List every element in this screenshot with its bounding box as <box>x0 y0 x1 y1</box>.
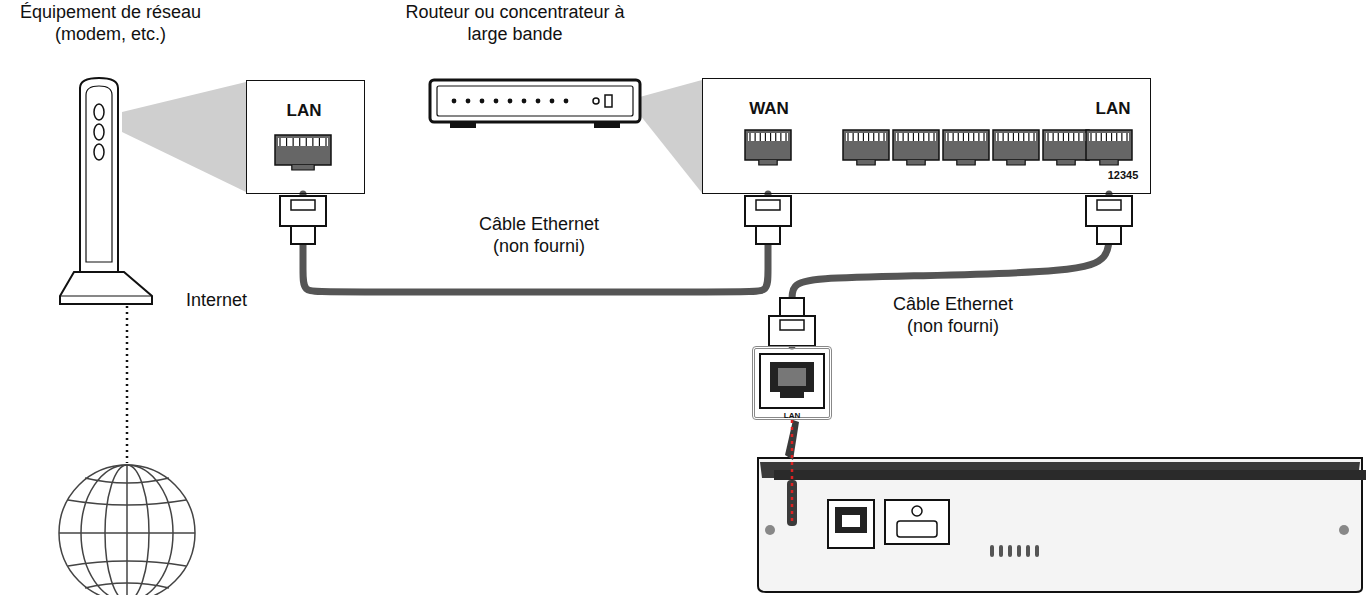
cable-label: Câble Ethernet (non fourni) <box>876 294 1030 337</box>
router-illustration <box>430 80 640 128</box>
lan-jack-closeup <box>760 354 824 408</box>
internet-link <box>126 306 129 463</box>
rj45-port <box>943 130 989 165</box>
rj45-port <box>745 130 791 165</box>
rj45-port <box>1043 130 1089 165</box>
jack-closeup: LAN <box>752 346 832 420</box>
leader-dotted <box>791 420 794 522</box>
zoom-wedge <box>122 82 246 192</box>
globe-icon <box>59 465 195 595</box>
rj45-port <box>275 135 331 170</box>
ethernet-cable <box>792 194 1109 346</box>
ethernet-plug <box>1086 196 1132 244</box>
player-illustration <box>758 420 1366 592</box>
network-label: Internet <box>186 290 247 311</box>
device-heading: Routeur ou concentrateur à large bande <box>400 2 630 45</box>
port-closeup: LAN <box>246 80 365 194</box>
port-label: LAN <box>247 101 361 121</box>
zoom-wedge <box>636 80 702 193</box>
ethernet-plug <box>745 196 791 244</box>
port-numbers: 12345 <box>1099 169 1147 182</box>
port-label: LAN <box>755 411 829 421</box>
rj45-port <box>893 130 939 165</box>
ethernet-cable <box>303 194 768 292</box>
modem-device: Équipement de réseau (modem, etc.) <box>55 80 155 306</box>
port-label: LAN <box>1083 99 1143 119</box>
modem-illustration <box>60 78 152 304</box>
rj45-port <box>993 130 1039 165</box>
ethernet-plug <box>769 298 815 346</box>
port-closeup: WAN LAN 12345 <box>702 78 1151 194</box>
rj45-port <box>843 130 889 165</box>
ethernet-plug <box>280 196 326 244</box>
rj45-ports <box>275 130 1132 170</box>
router-device: Routeur ou concentrateur à large bande <box>428 78 642 130</box>
port-label: WAN <box>739 99 799 119</box>
device-heading: Équipement de réseau (modem, etc.) <box>0 2 228 45</box>
cable-label: Câble Ethernet (non fourni) <box>462 214 616 257</box>
rj45-port <box>1086 130 1132 165</box>
